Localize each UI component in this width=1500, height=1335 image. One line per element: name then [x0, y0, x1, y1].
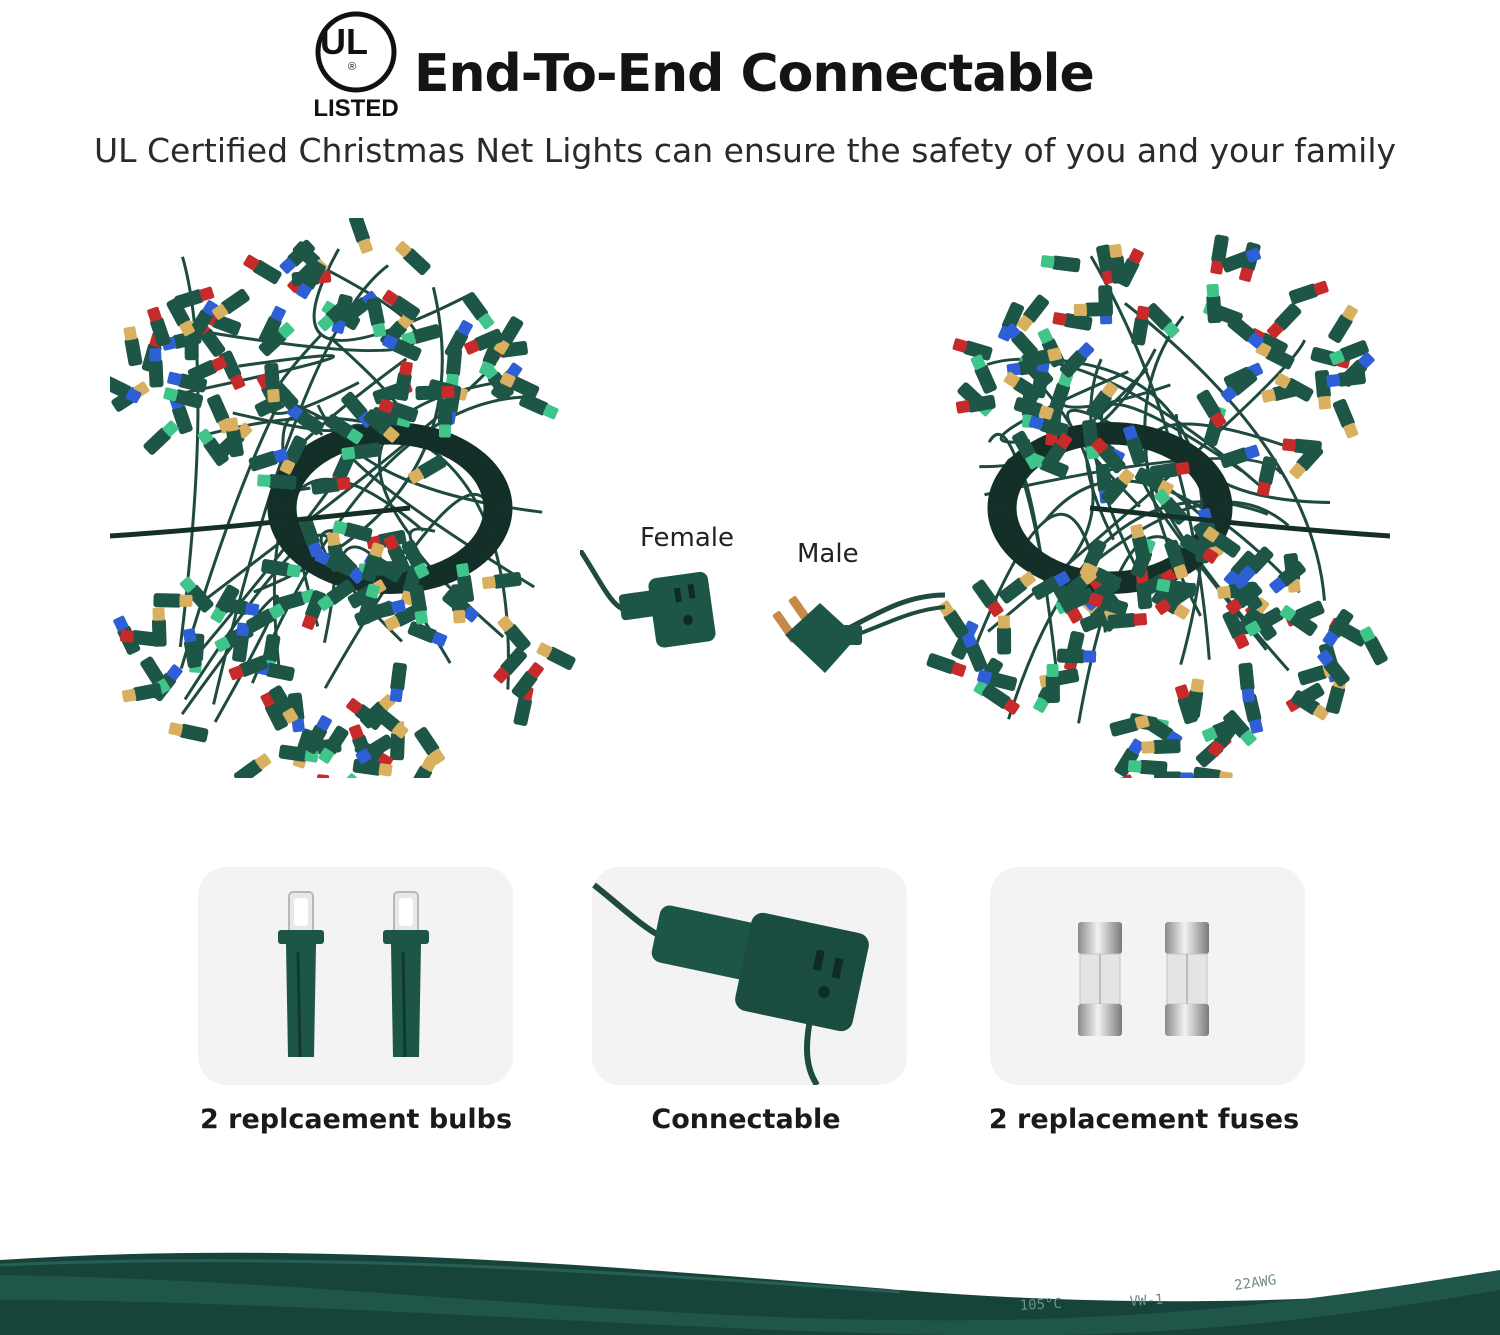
accessory-label-fuses: 2 replacement fuses	[988, 1104, 1300, 1135]
accessory-label-bulbs: 2 replcaement bulbs	[199, 1104, 513, 1135]
accessory-card-fuses	[990, 867, 1305, 1085]
ul-listed-logo: UL ® LISTED	[313, 11, 399, 122]
female-connector-icon	[580, 550, 716, 648]
female-label: Female	[640, 523, 735, 553]
accessory-card-connectable	[592, 867, 907, 1085]
connector-icon	[592, 882, 869, 1085]
cable-gauge-print: 22AWG	[1233, 1272, 1277, 1294]
twisted-cable: 105°C VW-1 22AWG	[0, 1252, 1500, 1335]
cable-rating-print: VW-1	[1129, 1292, 1164, 1310]
light-cluster-left	[110, 218, 576, 778]
fuse-icon	[1078, 922, 1209, 1036]
ul-logo-registered-mark: ®	[348, 61, 356, 73]
accessory-label-connectable: Connectable	[651, 1104, 841, 1135]
male-connector-icon	[772, 592, 945, 673]
bulb-icon	[278, 891, 429, 1058]
light-cluster-right	[926, 234, 1390, 778]
ul-logo-letter-u: UL	[320, 21, 368, 62]
page-subtitle: UL Certified Christmas Net Lights can en…	[93, 131, 1397, 170]
ul-logo-listed: LISTED	[313, 95, 398, 122]
male-label: Male	[797, 539, 859, 569]
page-title: End-To-End Connectable	[414, 44, 1095, 104]
accessory-card-bulbs	[198, 867, 513, 1085]
cable-temp-print: 105°C	[1019, 1296, 1062, 1314]
